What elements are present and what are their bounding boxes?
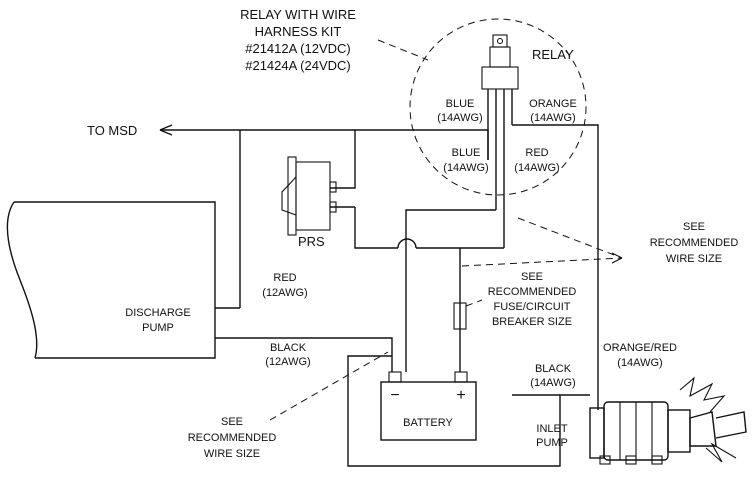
inlet-pump <box>589 376 747 465</box>
svg-text:WIRE SIZE: WIRE SIZE <box>666 253 722 265</box>
svg-text:(14AWG): (14AWG) <box>514 162 559 174</box>
label-black-discharge: BLACK (12AWG) <box>265 342 310 368</box>
blue-wire <box>330 129 489 189</box>
wire-size-leader-2 <box>461 257 623 267</box>
svg-text:HARNESS KIT: HARNESS KIT <box>255 24 342 39</box>
battery-label: BATTERY <box>403 417 453 429</box>
label-blue-lower: BLUE (14AWG) <box>443 147 488 174</box>
svg-text:(14AWG): (14AWG) <box>617 357 662 369</box>
orange-wire <box>512 124 599 410</box>
label-blue-top: BLUE (14AWG) <box>437 98 482 124</box>
svg-text:RED: RED <box>525 147 548 159</box>
svg-text:INLET: INLET <box>536 423 567 435</box>
prs-label: PRS <box>298 234 325 249</box>
svg-text:(14AWG): (14AWG) <box>437 112 482 124</box>
svg-text:RELAY WITH WIRE: RELAY WITH WIRE <box>240 7 356 22</box>
svg-text:BREAKER SIZE: BREAKER SIZE <box>492 316 572 328</box>
label-orange-red-inlet: ORANGE/RED (14AWG) <box>603 342 677 369</box>
svg-text:BLACK: BLACK <box>270 342 307 354</box>
svg-text:ORANGE/RED: ORANGE/RED <box>603 342 677 354</box>
prs-switch <box>281 156 337 236</box>
battery <box>380 371 477 441</box>
svg-text:BLACK: BLACK <box>535 363 572 375</box>
svg-text:RED: RED <box>273 272 296 284</box>
svg-text:SEE: SEE <box>221 416 243 428</box>
see-wire-size-right: SEE RECOMMENDED WIRE SIZE <box>650 221 739 265</box>
svg-text:SEE: SEE <box>521 271 543 283</box>
label-red-lower: RED (14AWG) <box>514 147 559 174</box>
svg-text:FUSE/CIRCUIT: FUSE/CIRCUIT <box>494 301 571 313</box>
relay-kit-leader <box>377 39 429 61</box>
discharge-pump <box>14 201 216 359</box>
svg-text:BLUE: BLUE <box>446 98 475 110</box>
relay <box>481 34 519 248</box>
svg-text:PUMP: PUMP <box>142 322 174 334</box>
battery-negative: − <box>390 387 399 404</box>
relay-label: RELAY <box>532 47 574 62</box>
svg-text:PUMP: PUMP <box>536 437 568 449</box>
negative-loop-wire <box>347 355 590 467</box>
wire-size-leader-left <box>269 351 389 421</box>
black-wire-discharge <box>215 337 393 372</box>
to-msd-arrowhead <box>159 124 173 136</box>
svg-text:RECOMMENDED: RECOMMENDED <box>650 237 739 249</box>
svg-text:WIRE SIZE: WIRE SIZE <box>204 448 260 460</box>
svg-text:RECOMMENDED: RECOMMENDED <box>188 432 277 444</box>
to-msd-label: TO MSD <box>87 123 137 138</box>
battery-positive: + <box>456 387 465 404</box>
svg-text:(12AWG): (12AWG) <box>265 356 310 368</box>
svg-text:(14AWG): (14AWG) <box>530 377 575 389</box>
relay-callout-circle <box>409 18 587 196</box>
svg-text:(14AWG): (14AWG) <box>443 162 488 174</box>
svg-text:#21412A (12VDC): #21412A (12VDC) <box>245 41 351 56</box>
relay-kit-title: RELAY WITH WIRE HARNESS KIT #21412A (12V… <box>240 7 356 73</box>
see-wire-size-left: SEE RECOMMENDED WIRE SIZE <box>188 416 277 460</box>
label-red-discharge: RED (12AWG) <box>262 272 307 299</box>
svg-text:DISCHARGE: DISCHARGE <box>125 307 190 319</box>
see-fuse-size: SEE RECOMMENDED FUSE/CIRCUIT BREAKER SIZ… <box>488 271 577 328</box>
svg-text:ORANGE: ORANGE <box>529 98 577 110</box>
label-orange-top: ORANGE (14AWG) <box>529 98 577 124</box>
svg-text:RECOMMENDED: RECOMMENDED <box>488 286 577 298</box>
fuse <box>453 302 467 330</box>
wire-size-leader-1 <box>517 217 623 259</box>
svg-text:BLUE: BLUE <box>452 147 481 159</box>
inlet-pump-label: INLET PUMP <box>536 423 568 449</box>
svg-text:#21424A (24VDC): #21424A (24VDC) <box>245 58 351 73</box>
label-black-inlet: BLACK (14AWG) <box>530 363 575 389</box>
discharge-pump-label: DISCHARGE PUMP <box>125 307 190 334</box>
svg-text:(12AWG): (12AWG) <box>262 287 307 299</box>
svg-text:(14AWG): (14AWG) <box>530 112 575 124</box>
svg-text:SEE: SEE <box>683 221 705 233</box>
